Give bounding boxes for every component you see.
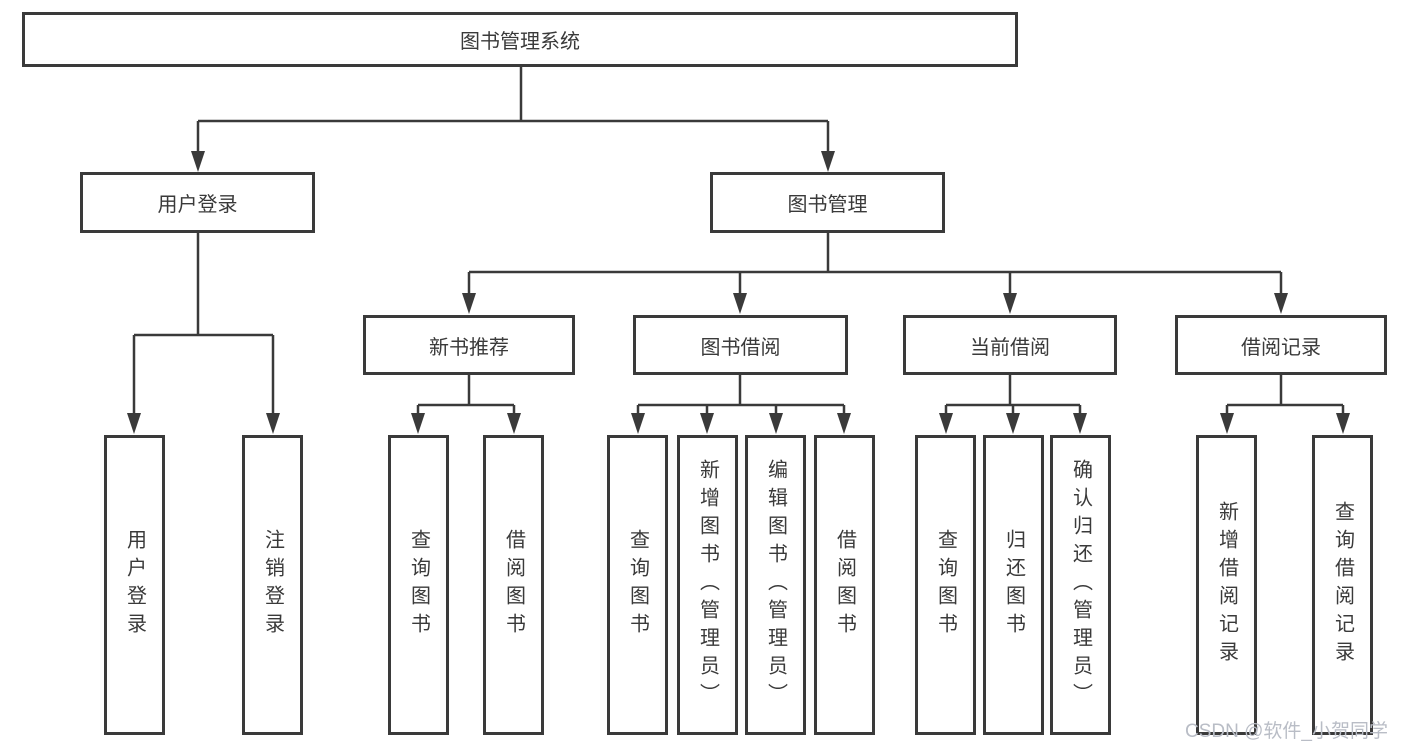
node-leaf-query-books-borrow: 查询图书 (607, 435, 668, 735)
node-leaf-add-borrow-record: 新增借阅记录 (1196, 435, 1257, 735)
node-leaf-query-books-recommend: 查询图书 (388, 435, 449, 735)
node-leaf-confirm-return-admin: 确认归还（管理员） (1050, 435, 1111, 735)
csdn-watermark: CSDN @软件_小贺同学 (1185, 721, 1388, 742)
node-new-book-recommendation: 新书推荐 (363, 315, 575, 375)
node-leaf-add-book-admin: 新增图书（管理员） (677, 435, 738, 735)
node-book-management: 图书管理 (710, 172, 945, 233)
node-user-login: 用户登录 (80, 172, 315, 233)
connector-paths (132, 67, 1345, 414)
node-borrowing-records: 借阅记录 (1175, 315, 1387, 375)
node-leaf-logout: 注销登录 (242, 435, 303, 735)
node-library-management-system: 图书管理系统 (22, 12, 1018, 67)
node-book-borrowing: 图书借阅 (633, 315, 848, 375)
node-leaf-return-book: 归还图书 (983, 435, 1044, 735)
node-leaf-query-books-current: 查询图书 (915, 435, 976, 735)
node-leaf-edit-book-admin: 编辑图书（管理员） (745, 435, 806, 735)
node-leaf-query-borrow-record: 查询借阅记录 (1312, 435, 1373, 735)
arrowhead-icons (127, 151, 1350, 434)
node-leaf-user-login: 用户登录 (104, 435, 165, 735)
node-current-borrowing: 当前借阅 (903, 315, 1117, 375)
node-leaf-borrow-books-recommend: 借阅图书 (483, 435, 544, 735)
node-leaf-borrow-books: 借阅图书 (814, 435, 875, 735)
